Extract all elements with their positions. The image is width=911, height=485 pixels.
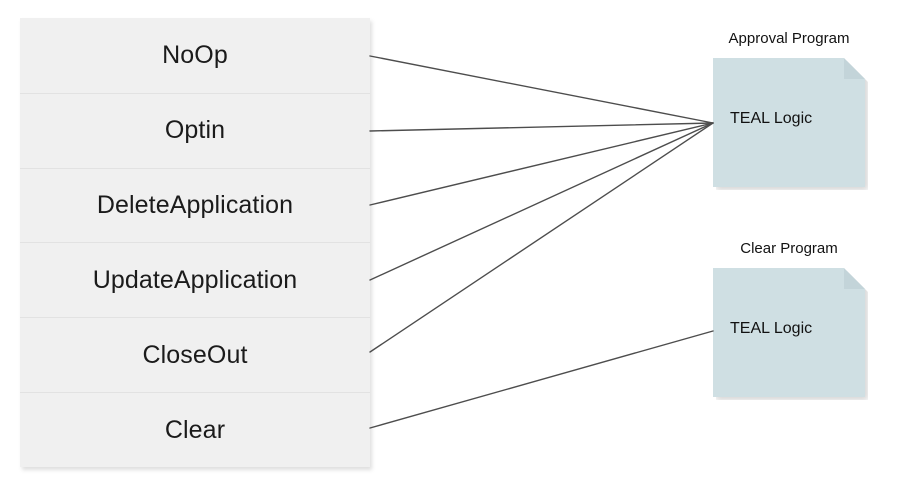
approval-program-note[interactable]: TEAL Logic	[713, 58, 865, 187]
clear-program-body: TEAL Logic	[730, 320, 813, 337]
clear-program-note[interactable]: TEAL Logic	[713, 268, 865, 397]
connector-line	[369, 55, 714, 124]
list-item[interactable]: CloseOut	[20, 317, 370, 392]
folded-corner-icon	[844, 58, 865, 79]
list-item-label: CloseOut	[142, 340, 248, 369]
oncompletion-call-list: NoOp Optin DeleteApplication UpdateAppli…	[20, 18, 370, 467]
list-item-label: Clear	[164, 415, 226, 444]
list-item-label: Optin	[164, 116, 226, 145]
list-item-label: UpdateApplication	[92, 265, 298, 294]
connector-line	[369, 330, 714, 429]
folded-corner-icon	[844, 268, 865, 289]
connector-line	[369, 122, 714, 353]
approval-program-body: TEAL Logic	[730, 110, 813, 127]
list-item[interactable]: Optin	[20, 92, 370, 168]
connector-line	[369, 122, 714, 281]
list-item-label: DeleteApplication	[96, 191, 294, 220]
connector-line	[369, 122, 714, 206]
list-item-label: NoOp	[162, 40, 228, 69]
clear-program-title: Clear Program	[740, 240, 838, 257]
approval-program-title: Approval Program	[728, 30, 850, 47]
list-item[interactable]: NoOp	[20, 18, 370, 93]
connector-line	[369, 122, 714, 132]
list-item[interactable]: UpdateApplication	[20, 242, 370, 317]
list-item[interactable]: Clear	[20, 392, 370, 467]
list-item[interactable]: DeleteApplication	[20, 167, 370, 243]
